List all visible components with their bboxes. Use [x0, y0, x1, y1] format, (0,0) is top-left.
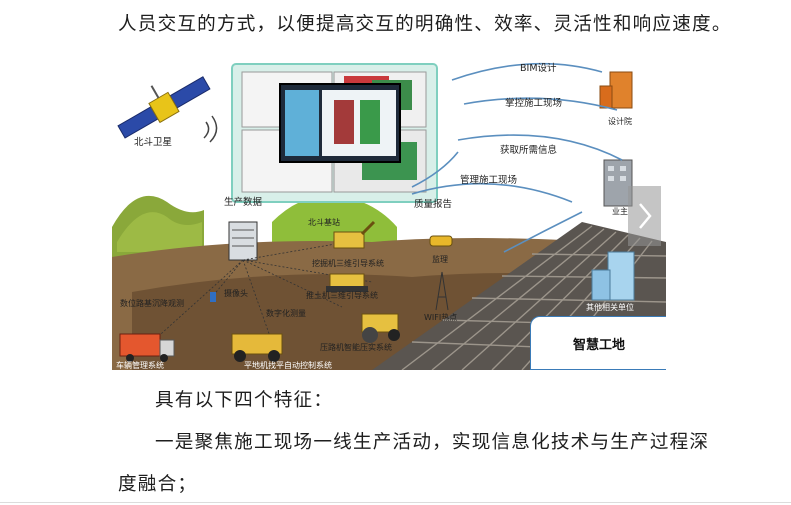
transport-label: 车辆管理系统 [116, 361, 164, 370]
roller [361, 313, 400, 343]
control-site-label: 掌控施工现场 [505, 98, 563, 109]
roller-label: 压路机智能压实系统 [320, 343, 392, 352]
paragraph-feature-one-continued: 度融合； [118, 474, 198, 495]
design-institute-building [599, 71, 633, 109]
satellite-label: 北斗卫星 [134, 137, 173, 148]
dump-truck [119, 333, 175, 362]
owner-label: 业主 [612, 207, 628, 216]
flow-arrows [411, 62, 623, 253]
smart-site-label: 智慧工地 [572, 337, 625, 353]
grader-label: 平地机找平自动控制系统 [244, 361, 332, 370]
monitor-cluster [231, 63, 438, 203]
camera-icon [210, 292, 216, 302]
smart-site-badge: 智慧工地 [530, 316, 666, 370]
production-data-label: 生产数据 [224, 197, 263, 208]
design-institute-label: 设计院 [608, 117, 632, 126]
paragraph-features-intro: 具有以下四个特征： [155, 390, 334, 411]
page-divider [0, 502, 791, 503]
bulldozer-label: 推土机三维引导系统 [306, 291, 378, 300]
bim-label: BIM设计 [520, 63, 557, 74]
grader [231, 333, 283, 362]
wifi-label: WIFI热点 [424, 313, 458, 322]
other-units-label: 其他相关单位 [586, 303, 634, 312]
excavator [333, 220, 376, 249]
wifi-tower [435, 271, 449, 311]
other-units-building [591, 251, 635, 301]
quality-report-label: 质量报告 [414, 199, 453, 210]
get-info-label: 获取所需信息 [500, 145, 558, 156]
chevron-right-icon [638, 203, 652, 229]
digital-survey-label: 数字化测量 [266, 309, 306, 318]
server-rack [228, 221, 258, 261]
owner-building [603, 159, 633, 207]
smart-site-diagram: 北斗卫星 BIM设计 设计院 掌控施工现场 获取所需信息 管理施工现场 业主 生… [112, 52, 666, 370]
satellite-graphic [117, 76, 211, 139]
beidou-station-label: 北斗基站 [308, 218, 340, 227]
paragraph-interaction: 人员交互的方式，以便提高交互的明确性、效率、灵活性和响应速度。 [118, 14, 732, 35]
monitor-label: 监理 [432, 255, 448, 264]
diagram-artwork [112, 52, 666, 370]
camera-label: 摄像头 [224, 289, 248, 298]
excavator-label: 挖掘机三维引导系统 [312, 259, 384, 268]
paragraph-feature-one: 一是聚焦施工现场一线生产活动，实现信息化技术与生产过程深 [155, 432, 710, 453]
subsidence-label: 数位路基沉降观测 [120, 299, 184, 308]
bulldozer [326, 273, 368, 292]
carousel-next-button[interactable] [628, 186, 661, 246]
manage-site-label: 管理施工现场 [460, 175, 518, 186]
monitor-car [429, 235, 453, 247]
